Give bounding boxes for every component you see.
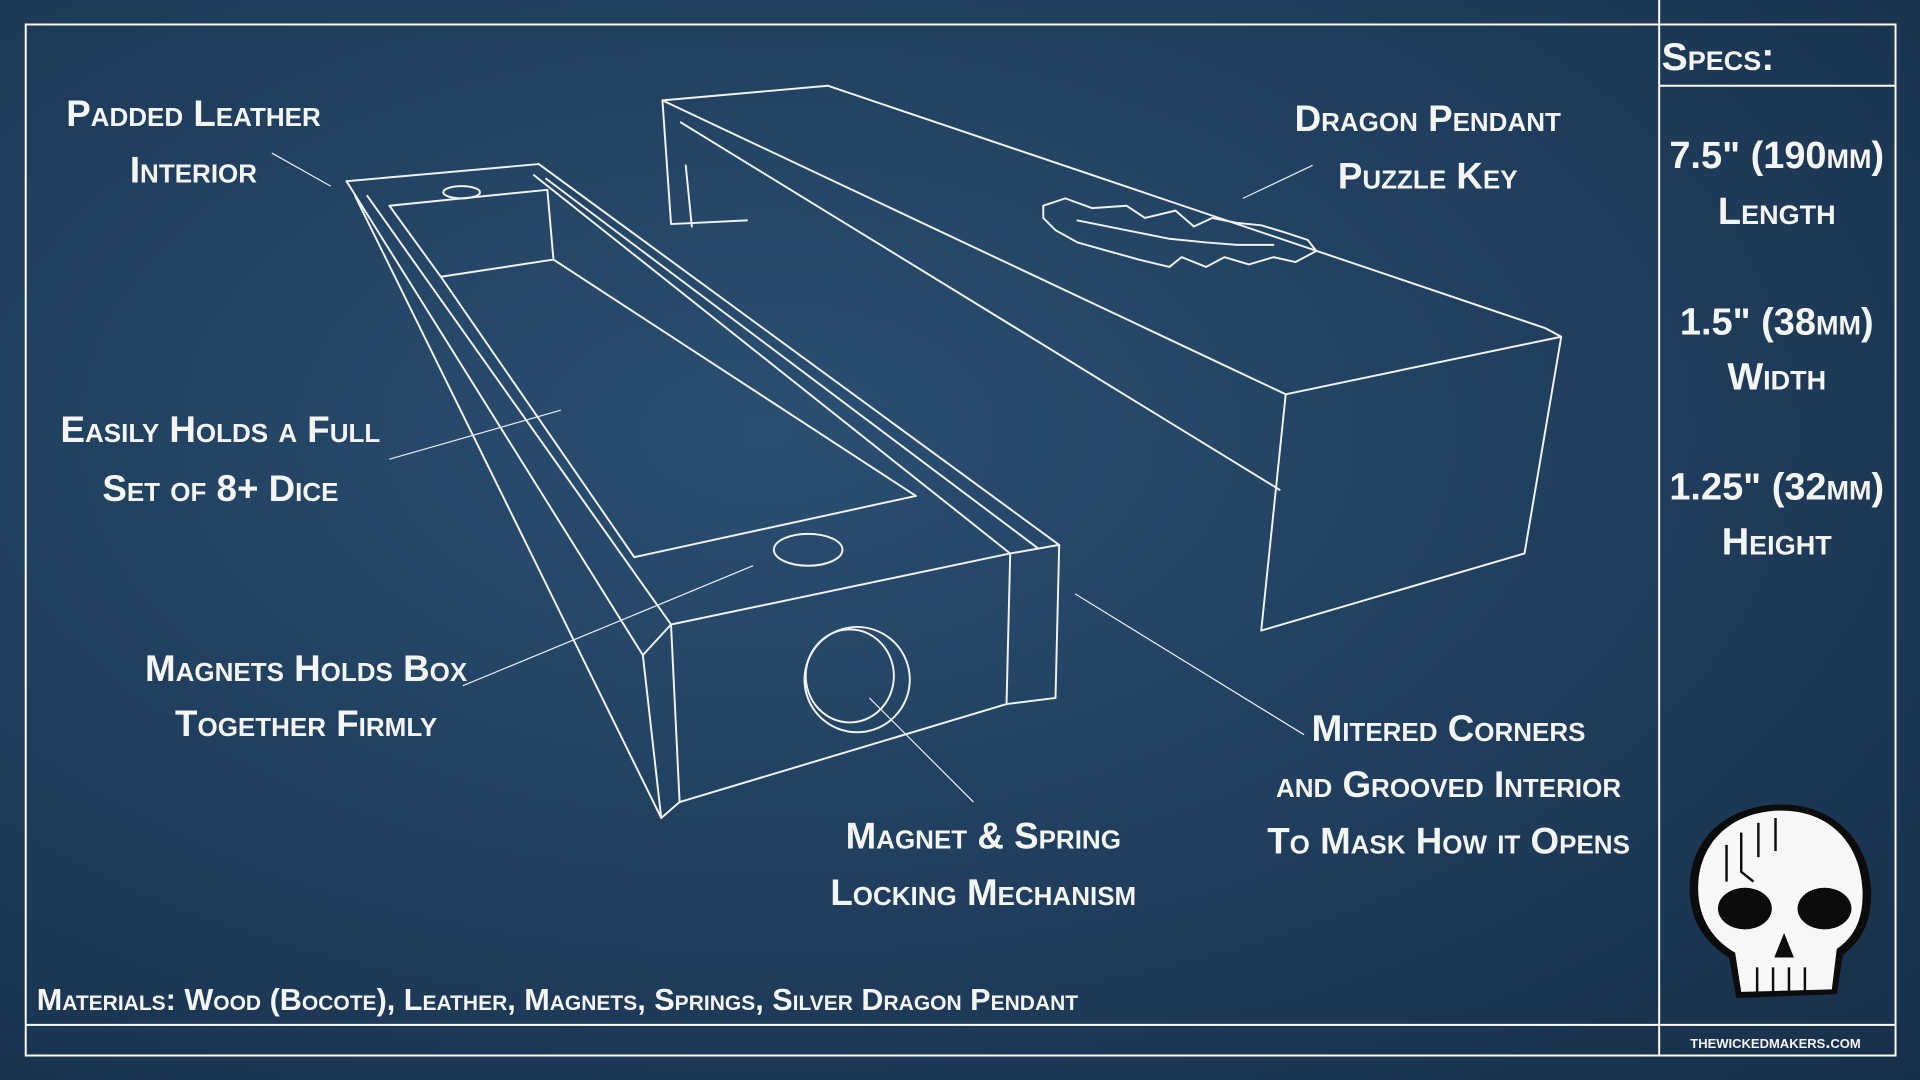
frame xyxy=(24,0,1897,1057)
label-mitered-3: To Mask How it Opens xyxy=(1267,820,1630,861)
back-magnet-hole xyxy=(442,185,481,200)
spec-width-value: 1.5" (38mm) xyxy=(1680,301,1874,343)
callout-lines xyxy=(271,152,1313,803)
label-holds-dice-1: Easily Holds a Full xyxy=(61,409,381,450)
spec-height-value: 1.25" (32mm) xyxy=(1669,467,1884,509)
label-magnet-spring-1: Magnet & Spring xyxy=(846,816,1121,857)
box-base-sketch xyxy=(345,163,1061,819)
top-magnet-hole xyxy=(772,532,844,567)
label-magnet-spring-2: Locking Mechanism xyxy=(830,872,1136,913)
label-padded-leather-1: Padded Leather xyxy=(66,93,321,134)
label-dragon-pendant-2: Puzzle Key xyxy=(1338,156,1518,197)
label-magnets-hold-1: Magnets Holds Box xyxy=(145,648,468,689)
label-dragon-pendant-1: Dragon Pendant xyxy=(1295,98,1561,139)
box-lid-sketch xyxy=(661,84,1563,632)
spec-height-label: Height xyxy=(1722,522,1832,564)
website-text: thewickedmakers.com xyxy=(1690,1031,1860,1052)
specs-title: Specs: xyxy=(1662,36,1775,79)
dragon-pendant xyxy=(1042,197,1318,268)
skull-icon xyxy=(1689,804,1872,998)
materials-text: Materials: Wood (Bocote), Leather, Magne… xyxy=(37,983,1079,1017)
label-padded-leather-2: Interior xyxy=(130,149,257,190)
label-mitered-2: and Grooved Interior xyxy=(1276,764,1621,805)
lock-magnet xyxy=(803,625,911,734)
spec-length-label: Length xyxy=(1718,191,1836,233)
label-magnets-hold-2: Together Firmly xyxy=(175,703,437,744)
label-holds-dice-2: Set of 8+ Dice xyxy=(102,468,338,509)
spec-width-label: Width xyxy=(1727,356,1826,398)
spec-length-value: 7.5" (190mm) xyxy=(1669,135,1884,177)
specs-panel: Specs: 7.5" (190mm) Length 1.5" (38mm) W… xyxy=(1662,36,1885,1052)
label-mitered-1: Mitered Corners xyxy=(1312,708,1586,749)
